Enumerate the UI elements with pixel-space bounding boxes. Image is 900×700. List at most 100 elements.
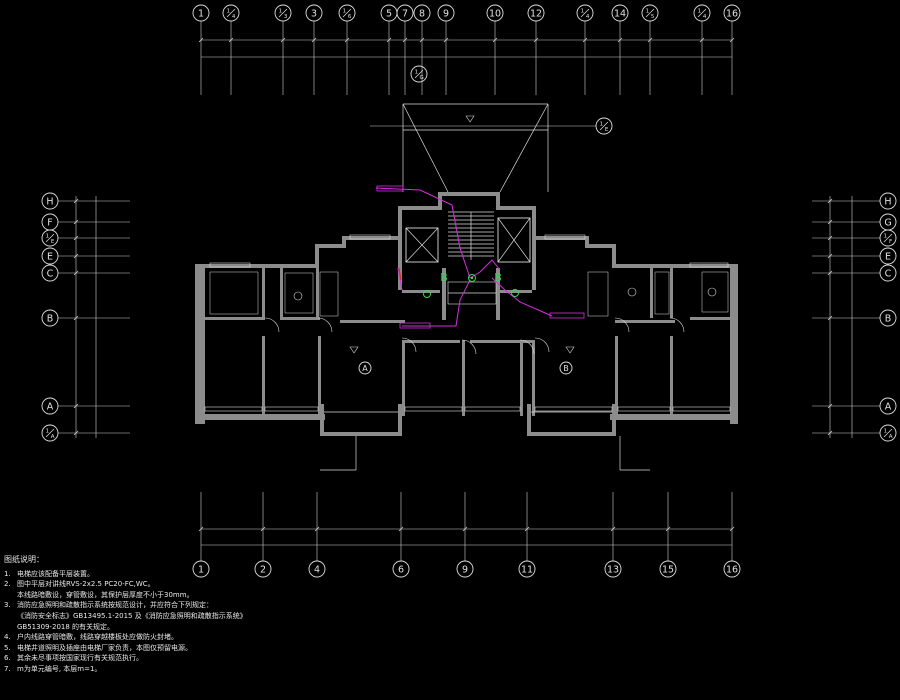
note-item: 4.户内线路穿管暗敷，线路穿越楼板处应做防火封堵。 — [4, 632, 564, 643]
dim-tick — [647, 37, 653, 43]
bottom-axis-bubble: 4 — [308, 560, 326, 578]
axis-circle — [879, 424, 897, 442]
axis-label-den: F — [889, 239, 892, 245]
wire-run — [402, 279, 471, 327]
axis-label: 6 — [398, 564, 404, 575]
axis-label: 1 — [198, 8, 204, 19]
dim-tick — [827, 430, 833, 436]
wall-segment — [280, 268, 283, 318]
axis-label: E — [47, 251, 53, 262]
axis-circle — [693, 4, 711, 22]
toilet-fixture — [627, 287, 637, 297]
wall-segment — [262, 336, 265, 416]
door-swing — [317, 317, 333, 333]
axis-slash — [342, 8, 352, 18]
axis-label: 12 — [530, 8, 542, 19]
window — [689, 262, 729, 268]
dim-tick — [198, 37, 204, 43]
magenta-wiring — [375, 185, 585, 329]
dim-tick — [228, 37, 234, 43]
north-axis-bubble: 1G — [410, 65, 428, 83]
note-text: 电梯井道照明及插座由电梯厂家负责，本图仅预留电源。 — [17, 643, 192, 652]
dim-tick — [665, 526, 671, 532]
axis-circle — [437, 4, 455, 22]
wall-segment — [585, 236, 589, 248]
axis-circle — [879, 309, 897, 327]
top-axis-bubble: 8 — [413, 4, 431, 22]
top-axis-bubble: 14 — [693, 4, 711, 22]
dim-tick — [617, 37, 623, 43]
plan-details — [204, 103, 731, 471]
wall-segment — [318, 336, 321, 416]
left-axis-bubble: 1A — [41, 424, 59, 442]
wall-segment — [280, 317, 320, 320]
bottom-axis-bubble: 11 — [518, 560, 536, 578]
dim-tick — [73, 253, 79, 259]
axis-circle — [879, 397, 897, 415]
wall-segment — [398, 206, 402, 290]
notes-title: 图纸说明： — [4, 555, 44, 564]
wall-segment — [402, 290, 440, 293]
green-device-marker — [423, 290, 431, 298]
note-text: m为单元编号, 本层m=1。 — [17, 664, 102, 673]
dim-tick — [699, 37, 705, 43]
axis-circle — [396, 4, 414, 22]
axis-label: 7 — [402, 8, 408, 19]
wall-segment — [615, 320, 675, 323]
left-axis-bubble: A — [41, 397, 59, 415]
top-axis-bubble: 5 — [380, 4, 398, 22]
wall-segment — [532, 206, 536, 290]
top-axis-bubble: 15 — [641, 4, 659, 22]
window — [617, 406, 671, 412]
shaft-diagonal — [499, 103, 549, 193]
wall-segment — [462, 340, 465, 416]
dim-tick — [386, 37, 392, 43]
axis-label: 1 — [198, 564, 204, 575]
wall-segment — [532, 340, 535, 416]
axis-label-num: 1 — [415, 70, 419, 76]
axis-label: 10 — [489, 8, 501, 19]
bottom-axis-bubble: 15 — [659, 560, 677, 578]
axis-label: 13 — [607, 564, 619, 575]
axis-circle — [879, 192, 897, 210]
axis-label-num: 1 — [343, 9, 347, 15]
axis-label-num: 1 — [227, 9, 231, 15]
axis-label: 16 — [726, 8, 738, 19]
wall-segment — [650, 268, 653, 318]
wall-segment — [195, 264, 315, 268]
axis-circle — [41, 264, 59, 282]
bottom-axis-bubble: 16 — [723, 560, 741, 578]
axis-label-den: 5 — [651, 14, 655, 20]
axis-circle — [595, 117, 613, 135]
dim-tick — [73, 430, 79, 436]
wall-segment — [532, 236, 589, 240]
room-fixture — [209, 271, 259, 315]
axis-label-num: 1 — [698, 9, 702, 15]
axis-circle — [410, 65, 428, 83]
axis-slash — [278, 8, 288, 18]
wall-segment — [470, 340, 535, 343]
dim-tick — [198, 526, 204, 532]
axis-circle — [604, 560, 622, 578]
axis-slash — [697, 8, 707, 18]
top-axis-bubble: 14 — [611, 4, 629, 22]
axis-circle — [222, 4, 240, 22]
axis-label: G — [884, 217, 891, 228]
wall-segment — [585, 244, 615, 248]
axis-label-num: 1 — [600, 122, 604, 128]
dim-tick — [73, 219, 79, 225]
axis-circle — [41, 192, 59, 210]
wall-segment — [615, 264, 738, 268]
dim-tick — [73, 235, 79, 241]
axis-label-num: 1 — [46, 234, 50, 240]
axis-label: E — [885, 251, 891, 262]
note-item: 7.m为单元编号, 本层m=1。 — [4, 664, 564, 675]
axis-circle — [41, 229, 59, 247]
wire-run — [469, 259, 501, 279]
right-axis-bubble: G — [879, 213, 897, 231]
axis-slash — [45, 428, 55, 438]
wall-segment — [527, 432, 616, 436]
green-device-dot — [470, 276, 474, 280]
right-axis-bubble: 1F — [879, 229, 897, 247]
axis-slash — [645, 8, 655, 18]
